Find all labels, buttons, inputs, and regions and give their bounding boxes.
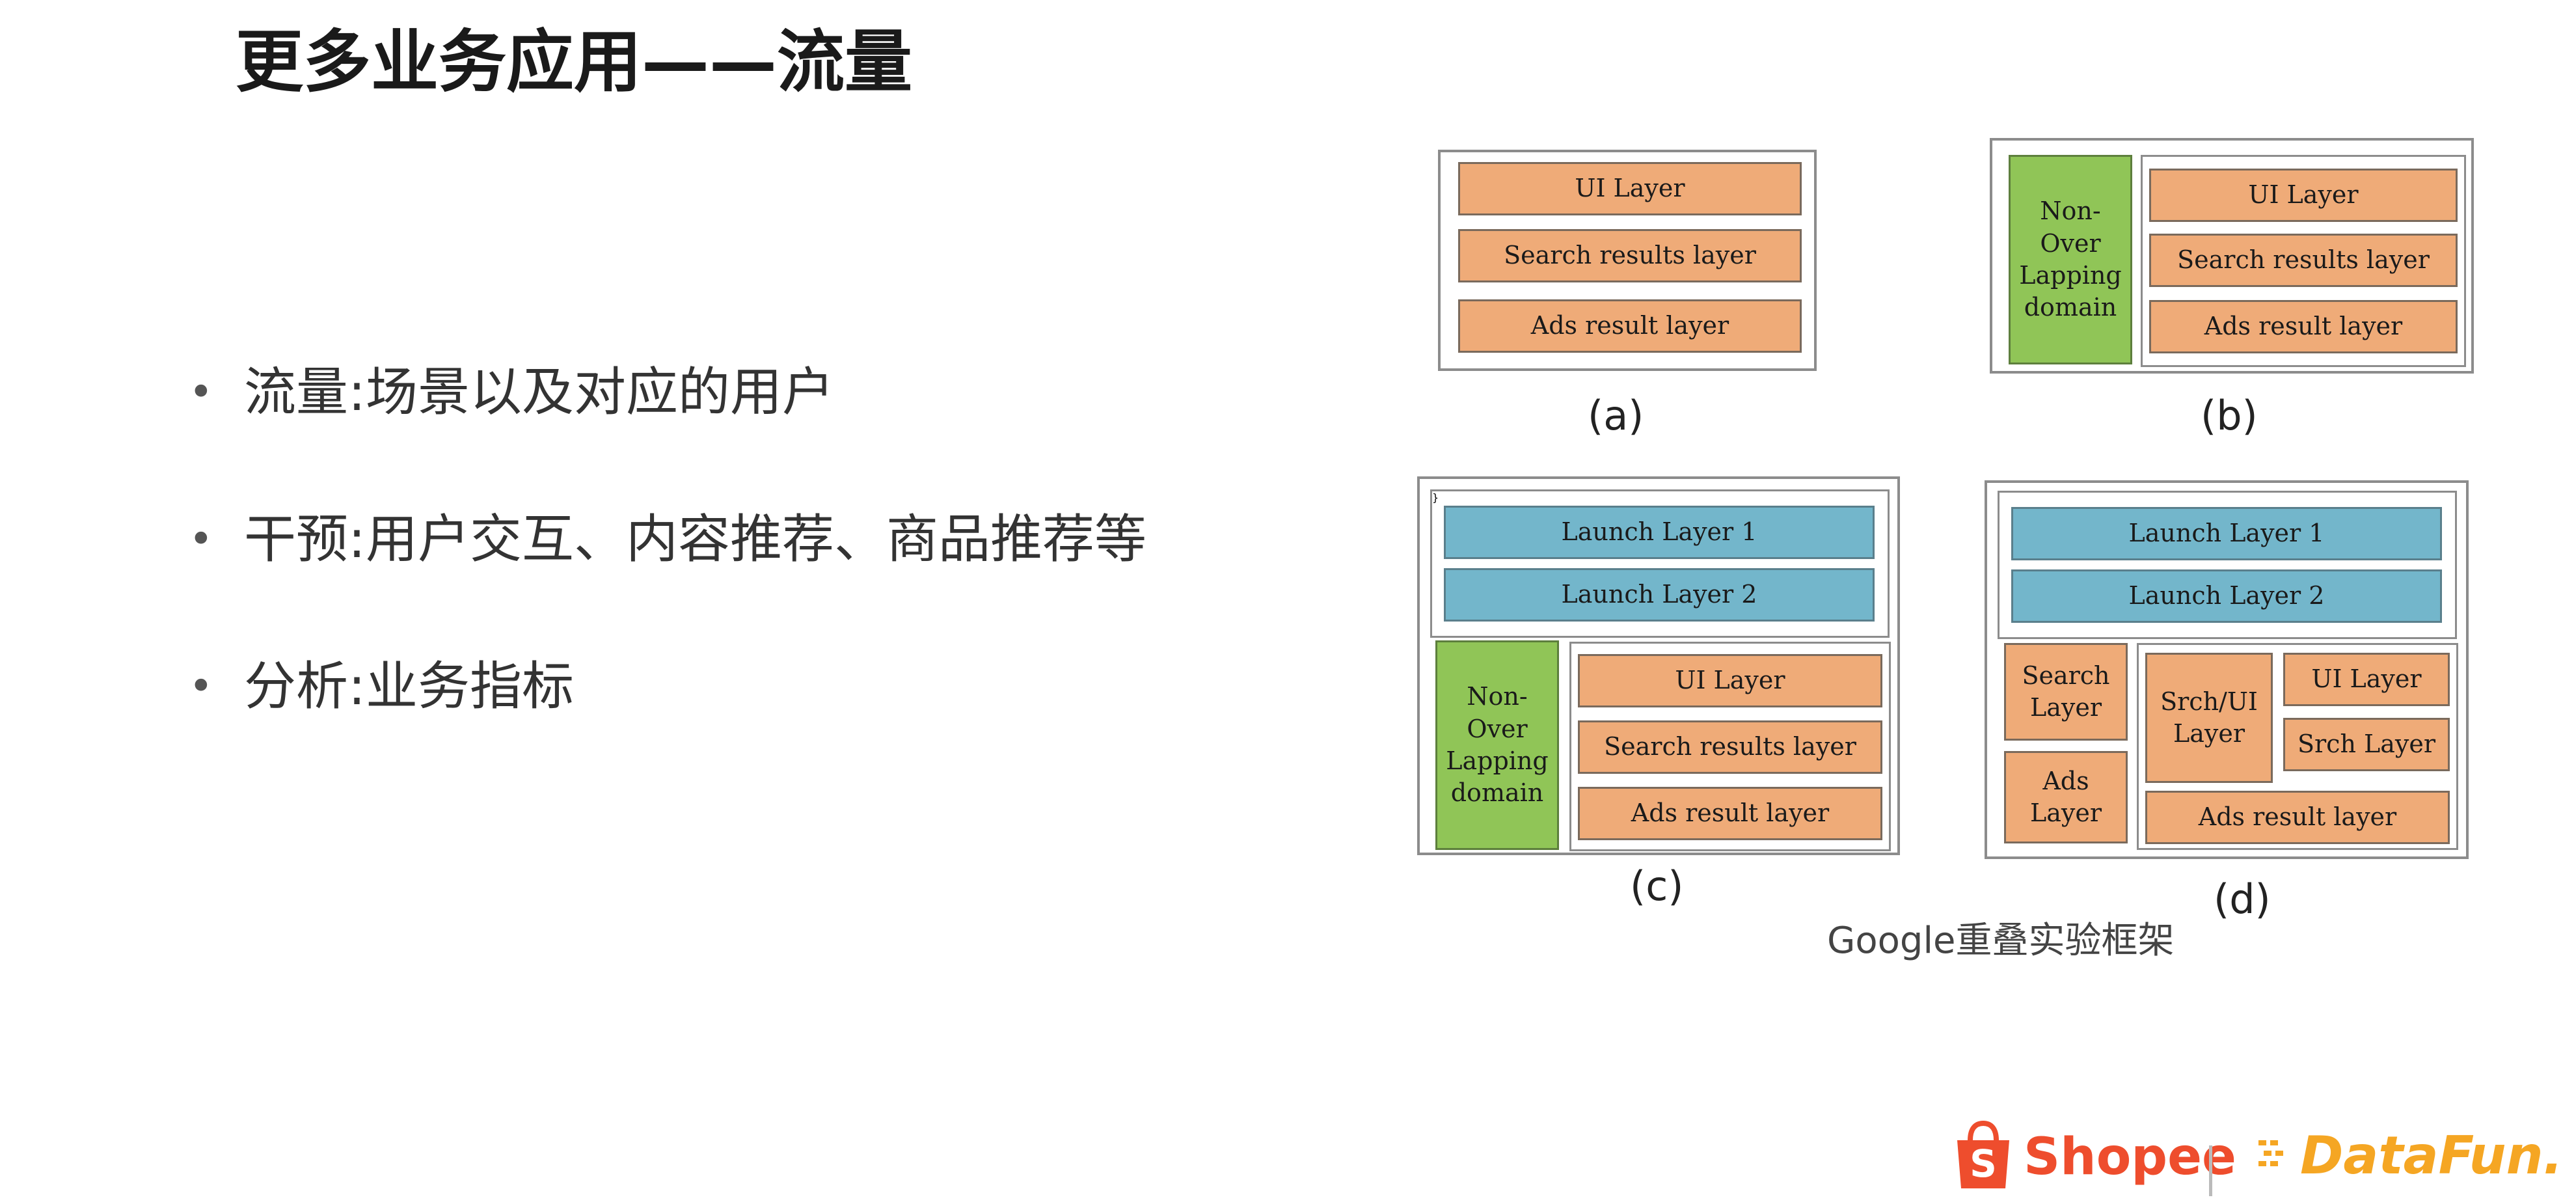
- datafun-logo: DataFun.: [2255, 1119, 2563, 1191]
- panel-c: Launch Layer 1 Launch Layer 2 } Non-Over…: [1417, 476, 1900, 855]
- shopee-wordmark: Shopee: [2024, 1128, 2236, 1186]
- bullet-list: 流量:场景以及对应的用户 干预:用户交互、内容推荐、商品推荐等 分析:业务指标: [189, 361, 1146, 802]
- panel-a-ui-layer: UI Layer: [1458, 162, 1802, 215]
- panel-d-overlapping-domain: Srch/UI Layer UI Layer Srch Layer Ads re…: [2137, 643, 2458, 850]
- datafun-dots-icon: [2255, 1131, 2300, 1179]
- panel-a-search-results-layer: Search results layer: [1458, 229, 1802, 282]
- panel-c-non-overlapping-domain: Non-Over Lapping domain: [1435, 640, 1559, 850]
- panel-b-search-results-layer: Search results layer: [2149, 234, 2458, 287]
- panel-d-srch-layer: Srch Layer: [2283, 718, 2450, 771]
- panel-d-launch-domain: Launch Layer 1 Launch Layer 2: [1998, 491, 2457, 639]
- panel-b-ui-layer: UI Layer: [2149, 169, 2458, 222]
- bullet-item-intervention: 干预:用户交互、内容推荐、商品推荐等: [189, 508, 1146, 655]
- panel-d-ui-layer: UI Layer: [2283, 653, 2450, 706]
- panel-d-search-layer: Search Layer: [2004, 643, 2128, 741]
- panel-b: Non-Over Lapping domain UI Layer Search …: [1990, 138, 2474, 374]
- panel-c-launch-layer-2: Launch Layer 2: [1444, 568, 1875, 622]
- panel-d-ads-result-layer: Ads result layer: [2145, 791, 2450, 844]
- panel-c-launch-layer-1: Launch Layer 1: [1444, 506, 1875, 559]
- bullet-item-analysis: 分析:业务指标: [189, 655, 1146, 802]
- panel-c-search-results-layer: Search results layer: [1578, 720, 1882, 774]
- datafun-wordmark: DataFun.: [2300, 1125, 2563, 1186]
- panel-d-srch-ui-layer: Srch/UI Layer: [2145, 653, 2273, 783]
- panel-c-ui-layer: UI Layer: [1578, 654, 1882, 707]
- panel-d-ads-layer: Ads Layer: [2004, 751, 2128, 843]
- panel-a: UI Layer Search results layer Ads result…: [1438, 150, 1817, 371]
- panel-c-label: (c): [1630, 862, 1684, 910]
- panel-d-launch-layer-2: Launch Layer 2: [2011, 569, 2442, 623]
- panel-a-label: (a): [1588, 392, 1644, 439]
- panel-b-ads-result-layer: Ads result layer: [2149, 300, 2458, 353]
- figure-caption: Google重叠实验框架: [1827, 920, 2175, 962]
- panel-b-non-overlapping-domain: Non-Over Lapping domain: [2009, 155, 2132, 364]
- panel-a-ads-result-layer: Ads result layer: [1458, 299, 1802, 353]
- panel-c-ads-result-layer: Ads result layer: [1578, 787, 1882, 840]
- shopee-bag-icon: S: [1952, 1120, 2014, 1194]
- panel-b-label: (b): [2201, 392, 2258, 439]
- panel-d: Launch Layer 1 Launch Layer 2 Search Lay…: [1985, 480, 2469, 859]
- logo-divider: [2209, 1145, 2212, 1196]
- panel-c-launch-domain: Launch Layer 1 Launch Layer 2 }: [1430, 489, 1890, 638]
- panel-c-overlapping-domain: UI Layer Search results layer Ads result…: [1569, 642, 1891, 851]
- panel-d-label: (d): [2214, 875, 2271, 923]
- bullet-item-traffic: 流量:场景以及对应的用户: [189, 361, 1146, 508]
- slide-title: 更多业务应用——流量: [236, 22, 913, 102]
- shopee-logo: S Shopee: [1952, 1118, 2236, 1196]
- panel-d-launch-layer-1: Launch Layer 1: [2011, 507, 2442, 560]
- panel-b-overlapping-domain: UI Layer Search results layer Ads result…: [2141, 155, 2466, 367]
- svg-text:S: S: [1970, 1142, 1997, 1186]
